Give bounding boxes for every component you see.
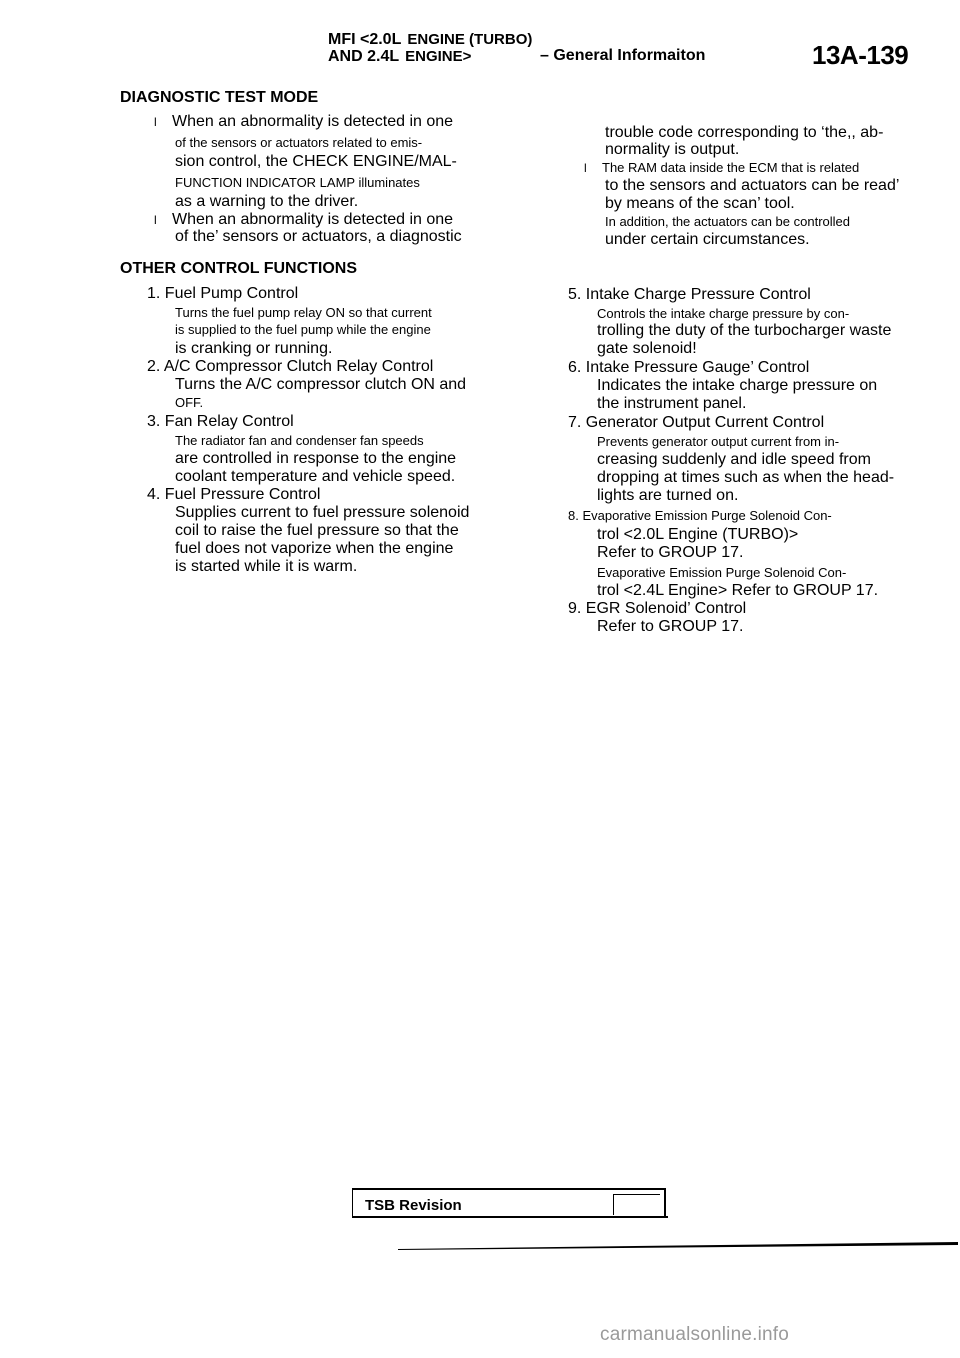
- header-section-title: – General Informaiton: [540, 47, 706, 64]
- tsb-box-bottom-rule: [352, 1216, 668, 1218]
- right-line: trouble code corresponding to ‘the,, ab-: [605, 124, 884, 141]
- func-line: OFF.: [175, 395, 204, 410]
- func-line: is cranking or running.: [175, 340, 333, 357]
- right-line: 9. EGR Solenoid’ Control: [568, 600, 747, 617]
- func-line: Supplies current to fuel pressure soleno…: [175, 504, 470, 521]
- right-line: 5. Intake Charge Pressure Control: [568, 286, 811, 303]
- func-line: are controlled in response to the engine: [175, 450, 457, 467]
- func-line: 3. Fan Relay Control: [147, 413, 294, 430]
- bullet-icon: l: [584, 161, 587, 175]
- tsb-revision-label: TSB Revision: [365, 1197, 462, 1214]
- right-line: normality is output.: [605, 141, 740, 158]
- right-line: gate solenoid!: [597, 340, 697, 357]
- header-model-2.0l: MFI <2.0L: [328, 31, 402, 48]
- right-line: by means of the scan’ tool.: [605, 195, 795, 212]
- right-line: lights are turned on.: [597, 487, 739, 504]
- bullet-icon: l: [154, 213, 157, 227]
- diag-line: as a warning to the driver.: [175, 193, 359, 210]
- func-line: is supplied to the fuel pump while the e…: [175, 322, 431, 337]
- right-line: Refer to GROUP 17.: [597, 618, 744, 635]
- right-line: 8. Evaporative Emission Purge Solenoid C…: [568, 508, 832, 523]
- right-line: dropping at times such as when the head-: [597, 469, 895, 486]
- func-line: coil to raise the fuel pressure so that …: [175, 522, 459, 539]
- right-line: Indicates the intake charge pressure on: [597, 377, 878, 394]
- header-model-2.4l: AND 2.4L: [328, 48, 400, 65]
- header-engine: ENGINE>: [405, 48, 472, 65]
- right-line: In addition, the actuators can be contro…: [605, 214, 850, 229]
- diag-line: sion control, the CHECK ENGINE/MAL-: [175, 153, 457, 170]
- func-line: coolant temperature and vehicle speed.: [175, 468, 456, 485]
- right-line: the instrument panel.: [597, 395, 747, 412]
- watermark: carmanualsonline.info: [600, 1324, 790, 1345]
- diagnostic-test-mode-heading: DIAGNOSTIC TEST MODE: [120, 89, 319, 106]
- func-line: 4. Fuel Pressure Control: [147, 486, 321, 503]
- other-control-functions-heading: OTHER CONTROL FUNCTIONS: [120, 260, 358, 277]
- right-line: Refer to GROUP 17.: [597, 544, 744, 561]
- right-line: trol <2.0L Engine (TURBO)>: [597, 526, 799, 543]
- diag-line: FUNCTION INDICATOR LAMP illuminates: [175, 175, 420, 190]
- header-engine-turbo: ENGINE (TURBO): [407, 31, 533, 48]
- right-line: 6. Intake Pressure Gauge’ Control: [568, 359, 810, 376]
- right-line: Evaporative Emission Purge Solenoid Con-: [597, 565, 847, 580]
- header-line-1: MFI <2.0L ENGINE (TURBO): [328, 31, 532, 49]
- diag-line: of the sensors or actuators related to e…: [175, 135, 423, 150]
- diag-line: of the’ sensors or actuators, a diagnost…: [175, 228, 462, 245]
- page-bottom-rule: [398, 1242, 958, 1250]
- func-line: 2. A/C Compressor Clutch Relay Control: [147, 358, 434, 375]
- page-number: 13A-139: [812, 40, 909, 70]
- right-line: trol <2.4L Engine> Refer to GROUP 17.: [597, 582, 879, 599]
- right-line: to the sensors and actuators can be read…: [605, 177, 900, 194]
- func-line: The radiator fan and condenser fan speed…: [175, 433, 424, 448]
- right-line: 7. Generator Output Current Control: [568, 414, 825, 431]
- func-line: fuel does not vaporize when the engine: [175, 540, 454, 557]
- right-line: Prevents generator output current from i…: [597, 434, 840, 449]
- header-line-2: AND 2.4L ENGINE>: [328, 48, 471, 66]
- func-line: 1. Fuel Pump Control: [147, 285, 299, 302]
- right-line: Controls the intake charge pressure by c…: [597, 306, 850, 321]
- tsb-revision-box: TSB Revision: [352, 1188, 666, 1218]
- func-line: is started while it is warm.: [175, 558, 358, 575]
- right-line: creasing suddenly and idle speed from: [597, 451, 871, 468]
- bullet-icon: l: [154, 115, 157, 129]
- right-line: under certain circumstances.: [605, 231, 810, 248]
- func-line: Turns the fuel pump relay ON so that cur…: [175, 305, 432, 320]
- func-line: Turns the A/C compressor clutch ON and: [175, 376, 467, 393]
- right-line: trolling the duty of the turbocharger wa…: [597, 322, 892, 339]
- tsb-revision-field: [613, 1194, 660, 1215]
